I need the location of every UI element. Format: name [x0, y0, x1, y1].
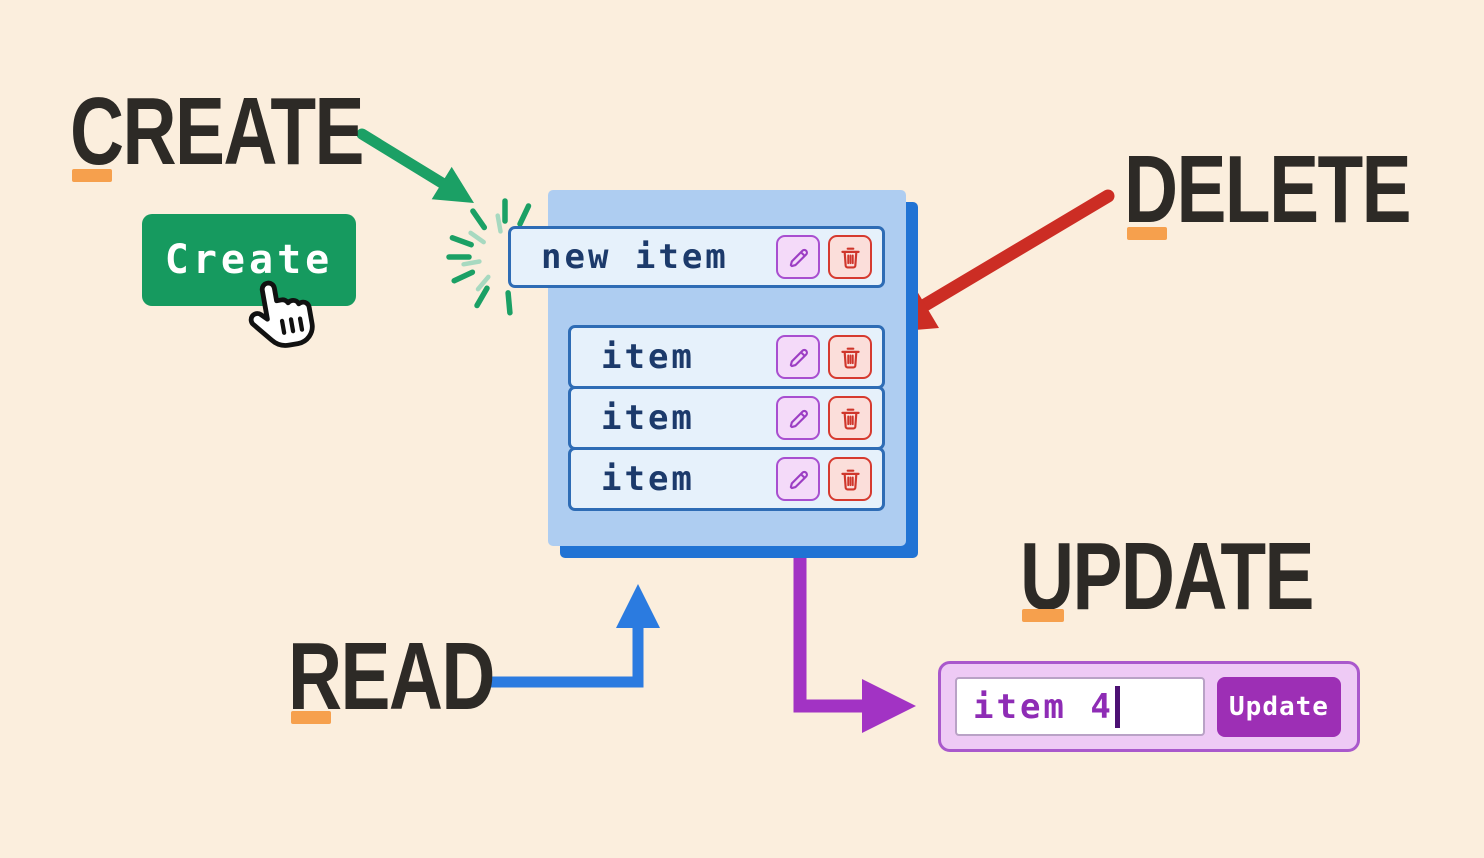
update-title-text: UPDATE [1020, 523, 1314, 630]
create-title-text: CREATE [70, 78, 364, 185]
update-button[interactable]: Update [1217, 676, 1341, 737]
edit-button[interactable] [776, 235, 820, 279]
text-caret [1114, 685, 1120, 728]
item-row: item [568, 386, 885, 450]
row-actions [776, 335, 872, 379]
create-title: CREATE [70, 84, 446, 180]
update-input[interactable]: item 4 [955, 677, 1205, 736]
create-title-underline [72, 169, 112, 182]
read-title-underline [291, 711, 331, 724]
delete-title-text: DELETE [1124, 136, 1412, 243]
update-input-value: item 4 [973, 686, 1114, 727]
new-item-label: new item [541, 237, 729, 277]
item-label: item [601, 337, 695, 377]
item-label: item [601, 398, 695, 438]
new-item-row: new item [508, 226, 885, 288]
delete-title-underline [1127, 227, 1167, 240]
pencil-icon [789, 409, 808, 428]
delete-arrow [878, 189, 1115, 333]
delete-button[interactable] [828, 335, 872, 379]
read-title: READ [288, 629, 552, 725]
row-actions [776, 235, 872, 279]
update-button-label: Update [1229, 691, 1329, 722]
row-actions [776, 396, 872, 440]
delete-button[interactable] [828, 396, 872, 440]
read-title-text: READ [288, 623, 495, 730]
item-row: item [568, 447, 885, 511]
update-title: UPDATE [1020, 529, 1396, 625]
edit-button[interactable] [776, 457, 820, 501]
delete-button[interactable] [828, 457, 872, 501]
create-button[interactable]: Create [142, 214, 356, 306]
create-button-label: Create [164, 237, 334, 283]
edit-button[interactable] [776, 396, 820, 440]
trash-icon [840, 408, 860, 429]
pencil-icon [789, 248, 808, 267]
row-actions [776, 457, 872, 501]
item-row: item [568, 325, 885, 389]
delete-button[interactable] [828, 235, 872, 279]
update-arrow [793, 516, 916, 733]
hand-cursor-icon [248, 280, 315, 348]
update-widget: item 4 Update [938, 661, 1360, 752]
trash-icon [840, 469, 860, 490]
pencil-icon [789, 470, 808, 489]
edit-button[interactable] [776, 335, 820, 379]
trash-icon [840, 347, 860, 368]
pencil-icon [789, 348, 808, 367]
delete-title: DELETE [1124, 142, 1484, 238]
update-title-underline [1022, 609, 1064, 622]
trash-icon [840, 247, 860, 268]
item-label: item [601, 459, 695, 499]
